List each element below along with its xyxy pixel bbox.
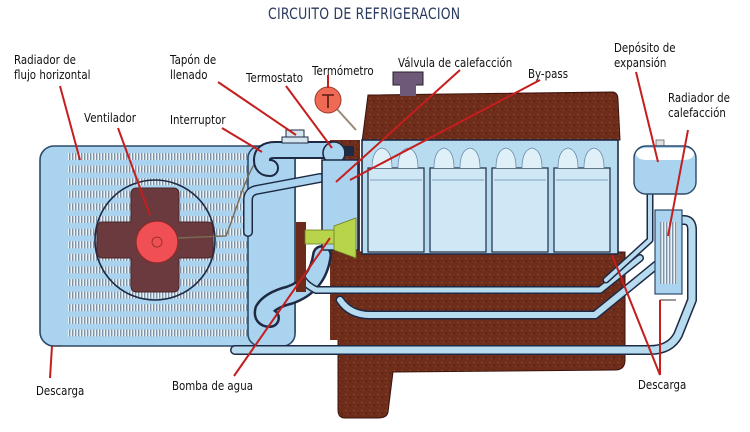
leader-line	[611, 254, 661, 376]
label-radiador-flujo-horizontal: Radiador de flujo horizontal	[14, 52, 91, 82]
radiator-fin-row	[68, 291, 248, 299]
leader-line	[349, 79, 541, 181]
cylinder	[367, 167, 425, 253]
radiator-fin-row	[68, 329, 248, 337]
heater-core-fins	[660, 222, 677, 284]
radiator-fin-row	[68, 153, 248, 160]
expansion-tank-air	[636, 148, 694, 160]
cylinder	[553, 167, 611, 253]
radiator-fin-row	[68, 178, 248, 186]
fan-shroud	[94, 179, 216, 301]
leader-line	[635, 71, 659, 163]
cylinder	[491, 167, 549, 253]
valve-port	[433, 147, 481, 169]
leader-line	[221, 127, 263, 153]
cylinder-head	[361, 91, 621, 143]
label-interruptor: Interruptor	[170, 112, 226, 127]
valve-port	[557, 147, 605, 169]
label-radiador-de-calefaccion: Radiador de calefacción	[668, 90, 730, 120]
thermometer-glyph	[322, 94, 334, 108]
thermometer-stem	[335, 107, 357, 131]
label-bomba-de-agua: Bomba de agua	[172, 378, 253, 393]
label-tapon-de-llenado: Tapón de llenado	[170, 52, 217, 82]
expansion-tank	[633, 139, 697, 195]
leader-line	[59, 85, 81, 161]
leader-line	[335, 69, 461, 183]
radiator-fin-row	[68, 304, 248, 312]
label-valvula-de-calefaccion: Válvula de calefacción	[398, 55, 513, 70]
leader-line	[233, 237, 331, 377]
expansion-pipe	[604, 192, 652, 282]
fan-hub	[135, 220, 179, 264]
thermostat-valve	[344, 146, 354, 156]
heater-core	[654, 209, 683, 301]
pump-shaft	[304, 229, 336, 245]
engine-block	[330, 71, 626, 419]
leader-line	[217, 81, 297, 136]
thermometer	[314, 86, 357, 131]
lower-hose	[256, 247, 330, 326]
leader-line	[49, 345, 53, 379]
label-ventilador: Ventilador	[84, 110, 137, 125]
oil-filler-neck	[400, 82, 416, 96]
leader-line	[285, 85, 333, 149]
leader-lines	[49, 69, 689, 379]
leader-line	[667, 129, 689, 237]
upper-hose	[255, 143, 337, 175]
heater-feed-pipe	[337, 259, 663, 318]
bypass-pipe	[244, 174, 324, 236]
label-deposito-de-expansion: Depósito de expansión	[614, 40, 676, 70]
fan	[94, 179, 216, 301]
diagram-title: CIRCUITO DE REFRIGERACION	[268, 4, 461, 23]
pump-impeller	[333, 217, 357, 259]
cylinder	[429, 167, 487, 253]
label-descarga-radiador: Descarga	[36, 383, 85, 398]
valve-port	[495, 147, 543, 169]
label-descarga-motor: Descarga	[638, 377, 687, 392]
filler-cap-base	[281, 136, 309, 144]
label-termometro: Termómetro	[312, 63, 374, 78]
crankcase	[337, 251, 626, 419]
fan-hub-center	[151, 236, 163, 248]
pump-pulley	[296, 222, 306, 292]
radiator-fin-row	[68, 165, 248, 173]
leader-line	[117, 127, 151, 216]
label-by-pass: By-pass	[528, 66, 569, 81]
radiator-fin-row	[68, 316, 248, 324]
label-termostato: Termostato	[246, 70, 304, 85]
